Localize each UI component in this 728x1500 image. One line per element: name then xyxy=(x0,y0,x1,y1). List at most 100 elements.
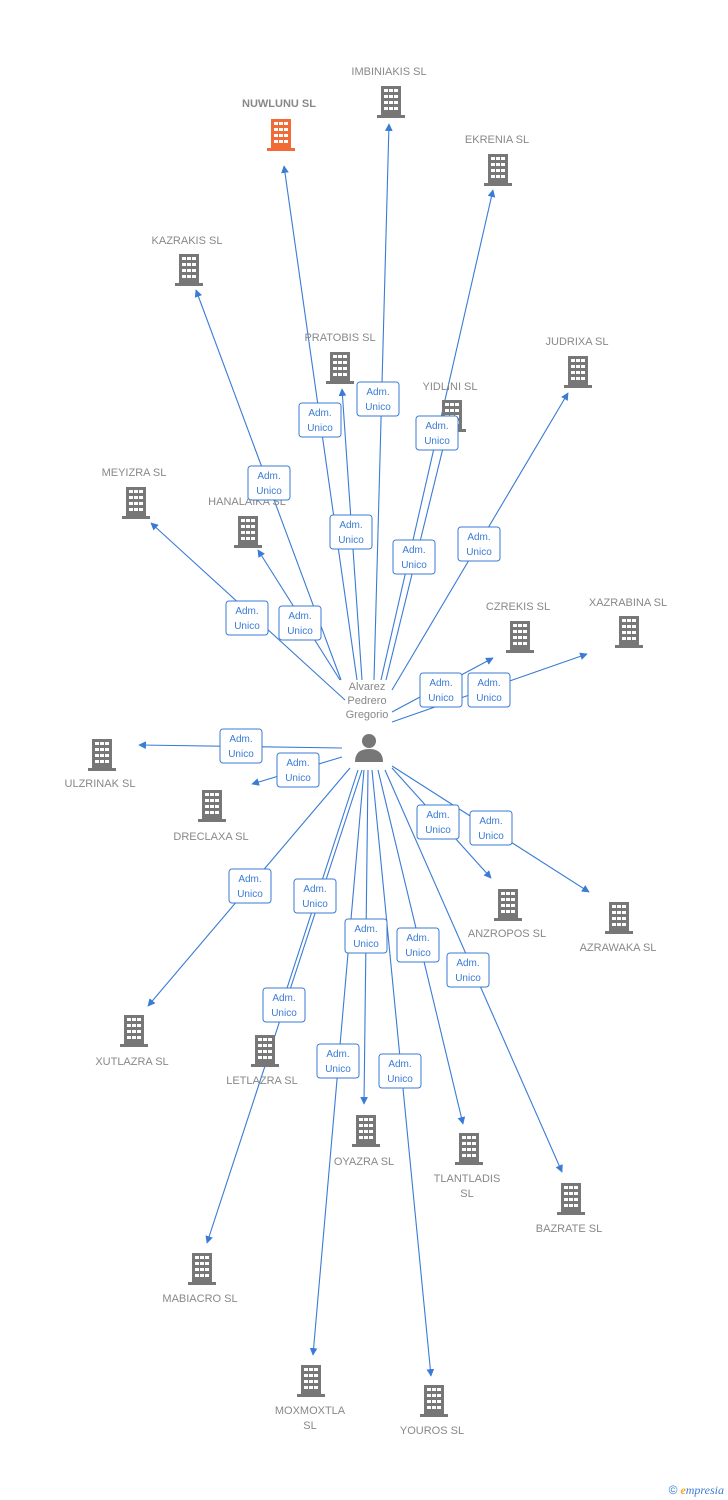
role-text: Adm. xyxy=(429,678,452,689)
person-name-line: Alvarez xyxy=(349,681,386,693)
role-label-box xyxy=(415,415,459,451)
role-label-xutlazra: Adm.Unico xyxy=(228,868,272,904)
company-node-hanalaika[interactable]: HANALAIKA SL xyxy=(208,496,286,548)
role-label-xazrabina: Adm. Unico xyxy=(467,672,511,708)
role-text: Adm. xyxy=(303,884,326,895)
role-text: Unico xyxy=(287,626,313,637)
role-label-oyazra: Adm. Unico xyxy=(344,918,388,954)
company-node-imbiniakis[interactable]: IMBINIAKIS SL xyxy=(351,66,427,118)
company-label: OYAZRA SL xyxy=(334,1156,394,1168)
company-node-xutlazra[interactable]: XUTLAZRA SL xyxy=(95,1015,169,1068)
role-text: Adm. xyxy=(354,924,377,935)
role-text: Unico xyxy=(466,547,492,558)
role-text: Unico xyxy=(285,773,311,784)
role-label-moxmoxtla: Adm. Unico xyxy=(316,1043,360,1079)
company-node-kazrakis[interactable]: KAZRAKIS SL xyxy=(152,235,223,286)
role-label-yidlini: Adm.Unico xyxy=(415,415,459,451)
role-text: Unico xyxy=(401,560,427,571)
role-label-mabiacro: Adm.Unico xyxy=(262,987,306,1023)
company-label: EKRENIA SL xyxy=(465,134,529,146)
building-icon xyxy=(377,86,405,118)
role-text: Unico xyxy=(325,1064,351,1075)
company-label: ULZRINAK SL xyxy=(65,778,136,790)
company-node-nuwlunu[interactable]: NUWLUNU SL xyxy=(242,98,316,151)
person-name-line: Pedrero xyxy=(347,695,386,707)
company-node-xazrabina[interactable]: XAZRABINA SL xyxy=(589,597,667,648)
role-label-imbiniakis: Adm.Unico xyxy=(356,381,400,417)
company-label: YIDLINI SL xyxy=(422,381,477,393)
role-text: Unico xyxy=(338,535,364,546)
company-node-azrawaka[interactable]: AZRAWAKA SL xyxy=(580,902,657,954)
role-label-box xyxy=(276,752,320,788)
role-label-hanalaika: Adm.Unico xyxy=(278,605,322,641)
role-text: Unico xyxy=(353,939,379,950)
company-label: JUDRIXA SL xyxy=(546,336,609,348)
role-label-box xyxy=(457,526,501,562)
role-label-box xyxy=(247,465,291,501)
company-node-anzropos[interactable]: ANZROPOS SL xyxy=(468,889,546,940)
company-node-bazrate[interactable]: BAZRATE SL xyxy=(536,1183,602,1235)
company-node-pratobis[interactable]: PRATOBIS SL xyxy=(304,332,376,384)
company-label: PRATOBIS SL xyxy=(304,332,375,344)
role-label-bazrate: Adm.Unico xyxy=(446,952,490,988)
building-icon xyxy=(615,616,643,648)
brand-name: mpresia xyxy=(685,1483,724,1497)
building-icon xyxy=(352,1115,380,1147)
company-node-yidlini[interactable]: YIDLINI SL xyxy=(422,381,478,432)
role-text: Adm. xyxy=(272,993,295,1004)
building-icon xyxy=(120,1015,148,1047)
role-text: Unico xyxy=(478,831,504,842)
company-label: CZREKIS SL xyxy=(486,601,550,613)
role-text: Unico xyxy=(476,693,502,704)
company-node-dreclaxa[interactable]: DRECLAXA SL xyxy=(173,790,249,843)
role-labels-layer: Adm.UnicoAdm.UnicoAdm.UnicoAdm.UnicoAdm.… xyxy=(219,381,513,1089)
role-text: Unico xyxy=(228,749,254,760)
role-text: Adm. xyxy=(235,606,258,617)
company-node-tlantladis[interactable]: TLANTLADIS SL xyxy=(434,1133,501,1200)
role-text: Adm. xyxy=(388,1059,411,1070)
company-label: MOXMOXTLA xyxy=(275,1405,346,1417)
company-node-mabiacro[interactable]: MABIACRO SL xyxy=(162,1253,238,1305)
role-text: Adm. xyxy=(229,734,252,745)
company-node-ulzrinak[interactable]: ULZRINAK SL xyxy=(65,739,136,790)
person-icon xyxy=(355,734,383,762)
company-node-letlazra[interactable]: LETLAZRA SL xyxy=(226,1035,298,1087)
role-text: Adm. xyxy=(326,1049,349,1060)
role-label-czrekis: Adm.Unico xyxy=(419,672,463,708)
company-node-ekrenia[interactable]: EKRENIA SL xyxy=(465,134,529,186)
company-label: TLANTLADIS xyxy=(434,1173,501,1185)
role-text: Unico xyxy=(425,825,451,836)
footer-brand[interactable]: ©empresia xyxy=(669,1483,724,1498)
building-icon xyxy=(188,1253,216,1285)
role-label-box xyxy=(416,804,460,840)
brand-initial: e xyxy=(680,1483,686,1497)
copyright-symbol: © xyxy=(668,1483,678,1497)
building-icon xyxy=(234,516,262,548)
company-node-meyizra[interactable]: MEYIZRA SL xyxy=(102,467,167,519)
company-label: YOUROS SL xyxy=(400,1425,464,1437)
role-label-box xyxy=(225,600,269,636)
company-node-judrixa[interactable]: JUDRIXA SL xyxy=(546,336,609,388)
role-label-box xyxy=(419,672,463,708)
role-text: Adm. xyxy=(477,678,500,689)
company-node-youros[interactable]: YOUROS SL xyxy=(400,1385,464,1437)
role-label-kazrakis: Adm.Unico xyxy=(247,465,291,501)
company-label: KAZRAKIS SL xyxy=(152,235,223,247)
role-text: Unico xyxy=(365,402,391,413)
building-icon xyxy=(297,1365,325,1397)
company-label: MEYIZRA SL xyxy=(102,467,167,479)
role-text: Adm. xyxy=(402,545,425,556)
role-label-ulzrinak: Adm. Unico xyxy=(219,728,263,764)
role-text: Adm. xyxy=(308,408,331,419)
building-icon xyxy=(605,902,633,934)
company-node-czrekis[interactable]: CZREKIS SL xyxy=(486,601,550,653)
role-text: Unico xyxy=(256,486,282,497)
role-label-box xyxy=(278,605,322,641)
role-label-box xyxy=(298,402,342,438)
company-label: SL xyxy=(460,1188,473,1200)
company-node-oyazra[interactable]: OYAZRA SL xyxy=(334,1115,394,1168)
role-text: Adm. xyxy=(456,958,479,969)
company-nodes-layer: IMBINIAKIS SL NUWLUNU SL EKRENIA SL KAZRAKI… xyxy=(65,66,668,1437)
